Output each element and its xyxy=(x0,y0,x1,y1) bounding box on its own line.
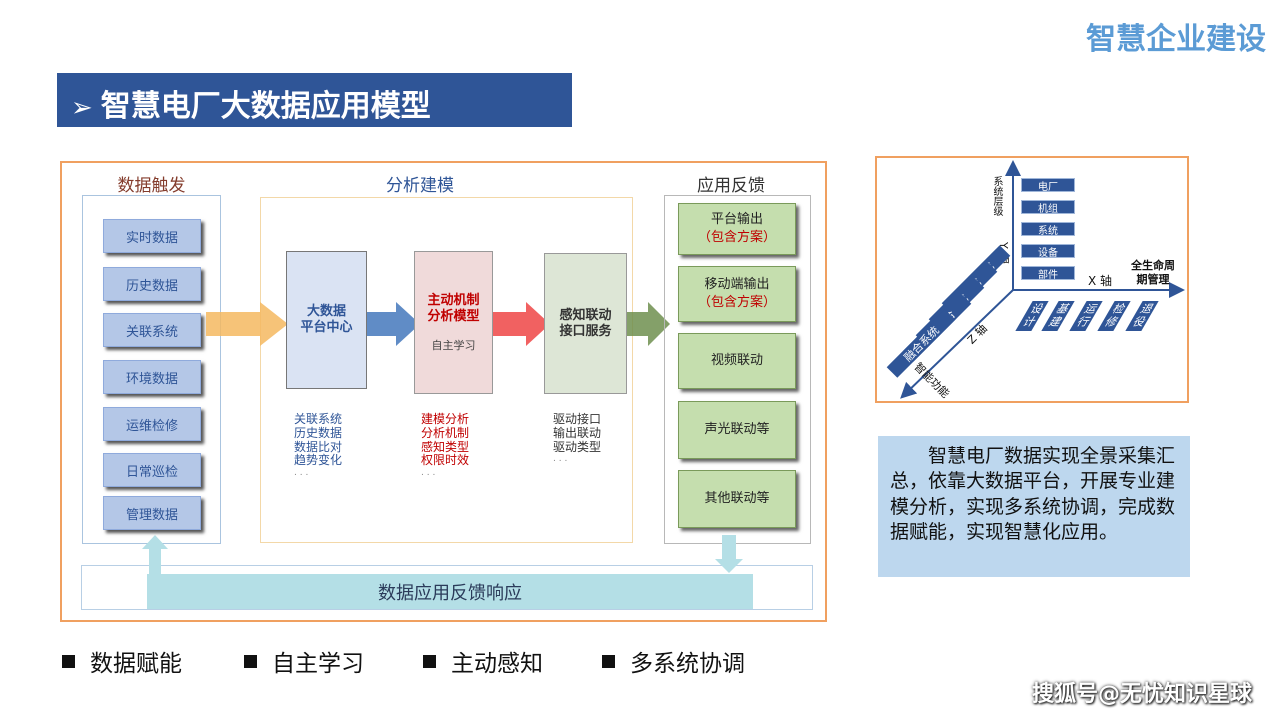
module-line: 接口服务 xyxy=(559,323,612,339)
output-sub: （包含方案） xyxy=(697,295,776,310)
y-axis-item: 系统 xyxy=(1021,222,1075,237)
feedback-bar: 数据应用反馈响应 xyxy=(147,574,753,609)
bullet-label: 数据赋能 xyxy=(90,651,182,677)
bullet-label: 自主学习 xyxy=(272,651,364,677)
square-bullet-icon xyxy=(423,654,436,668)
square-bullet-icon xyxy=(244,654,257,668)
arrow-to-output xyxy=(620,302,670,346)
square-bullet-icon xyxy=(62,654,75,668)
source-item: 日常巡检 xyxy=(103,453,201,487)
source-item: 环境数据 xyxy=(103,360,201,394)
x-axis-title-line: 期管理 xyxy=(1136,273,1170,287)
source-item: 管理数据 xyxy=(103,496,201,530)
output-label: 移动端输出 xyxy=(704,276,770,292)
notes-platform: 关联系统 历史数据 数据比对 趋势变化 . . . xyxy=(294,412,343,479)
module-line: 平台中心 xyxy=(300,320,353,335)
note-line: . . . xyxy=(553,454,568,465)
source-item: 关联系统 xyxy=(103,313,201,347)
flow-arrows xyxy=(206,302,670,346)
brand-title: 智慧企业建设 xyxy=(1086,22,1266,57)
note-line: 关联系统 xyxy=(294,412,343,426)
y-axis-item: 部件 xyxy=(1021,266,1075,281)
note-line: 输出联动 xyxy=(553,425,602,440)
feedback-up-arrow xyxy=(142,535,168,575)
note-line: 建模分析 xyxy=(421,412,470,426)
note-line: 分析机制 xyxy=(421,425,470,440)
output-column-title: 应用反馈 xyxy=(697,176,765,196)
output-item: 移动端输出 （包含方案） xyxy=(678,266,796,322)
note-line: 驱动类型 xyxy=(553,439,602,454)
bullet-item: 数据赋能 xyxy=(62,644,244,678)
module-line: 感知联动 xyxy=(559,307,612,323)
output-label: 声光联动等 xyxy=(704,421,770,437)
summary-text: 智慧电厂数据实现全景采集汇总，依靠大数据平台，开展专业建模分析，实现多系统协调，… xyxy=(878,436,1190,577)
note-line: 历史数据 xyxy=(294,425,343,440)
note-line: . . . xyxy=(421,468,436,479)
feedback-box xyxy=(81,565,813,610)
module-line: 主动机制 xyxy=(427,293,480,309)
page-title: 智慧电厂大数据应用模型 xyxy=(100,89,431,124)
watermark: 搜狐号@无忧知识星球 xyxy=(1031,682,1252,707)
bullet-label: 多系统协调 xyxy=(630,651,745,677)
output-item: 其他联动等 xyxy=(678,470,796,528)
output-label: 其他联动等 xyxy=(704,490,770,506)
arrow-icon: ➢ xyxy=(71,93,93,123)
bullet-item: 主动感知 xyxy=(423,644,602,678)
output-item: 声光联动等 xyxy=(678,401,796,459)
note-line: 驱动接口 xyxy=(553,412,602,426)
notes-model: 建模分析 分析机制 感知类型 权限时效 . . . xyxy=(421,412,470,479)
analysis-column-title: 分析建模 xyxy=(386,176,454,196)
bullet-label: 主动感知 xyxy=(451,651,543,677)
outputs-box xyxy=(664,195,811,544)
note-line: 趋势变化 xyxy=(294,453,343,468)
module-model: 主动机制 分析模型 自主学习 xyxy=(414,251,493,394)
y-axis-item: 机组 xyxy=(1021,200,1075,215)
arrow-to-model xyxy=(358,302,420,346)
note-line: . . . xyxy=(294,468,309,479)
analysis-box xyxy=(260,197,633,543)
diagram-frame xyxy=(60,161,827,622)
notes-interface: 驱动接口 输出联动 驱动类型 . . . xyxy=(553,412,602,465)
x-axis-title-line: 全生命周 xyxy=(1131,259,1175,272)
bullet-item: 自主学习 xyxy=(244,644,423,678)
output-label: 平台输出 xyxy=(710,211,763,227)
note-line: 数据比对 xyxy=(294,439,343,454)
axis-diagram-frame xyxy=(875,156,1189,403)
axis-lines xyxy=(900,160,1185,399)
output-sub: （包含方案） xyxy=(697,230,776,245)
y-axis-item: 设备 xyxy=(1021,244,1075,259)
output-item: 视频联动 xyxy=(678,333,796,389)
note-line: 感知类型 xyxy=(421,439,470,454)
keyword-bullets: 数据赋能 自主学习 主动感知 多系统协调 xyxy=(62,644,745,678)
module-line: 分析模型 xyxy=(427,308,480,324)
output-item: 平台输出 （包含方案） xyxy=(678,203,796,255)
source-item: 实时数据 xyxy=(103,219,201,253)
output-label: 视频联动 xyxy=(710,352,763,368)
x-axis-label: X 轴 xyxy=(1088,274,1113,288)
page-title-bar: ➢智慧电厂大数据应用模型 xyxy=(57,73,572,127)
arrow-to-platform xyxy=(206,302,288,346)
square-bullet-icon xyxy=(602,654,615,668)
input-column-title: 数据触发 xyxy=(117,176,186,196)
feedback-down-arrow xyxy=(715,535,743,573)
x-axis-title: 全生命周 期管理 xyxy=(1131,259,1175,288)
module-line: 大数据 xyxy=(306,304,346,320)
note-line: 权限时效 xyxy=(421,453,470,468)
module-platform: 大数据 平台中心 xyxy=(286,251,367,389)
y-axis-title: 系统层级 xyxy=(991,176,1002,216)
y-axis-item: 电厂 xyxy=(1021,178,1075,193)
module-interface: 感知联动 接口服务 xyxy=(544,253,627,394)
source-item: 历史数据 xyxy=(103,267,201,301)
source-item: 运维检修 xyxy=(103,407,201,441)
bullet-item: 多系统协调 xyxy=(602,644,745,678)
module-sub: 自主学习 xyxy=(431,338,476,352)
arrow-to-interface xyxy=(490,302,550,346)
